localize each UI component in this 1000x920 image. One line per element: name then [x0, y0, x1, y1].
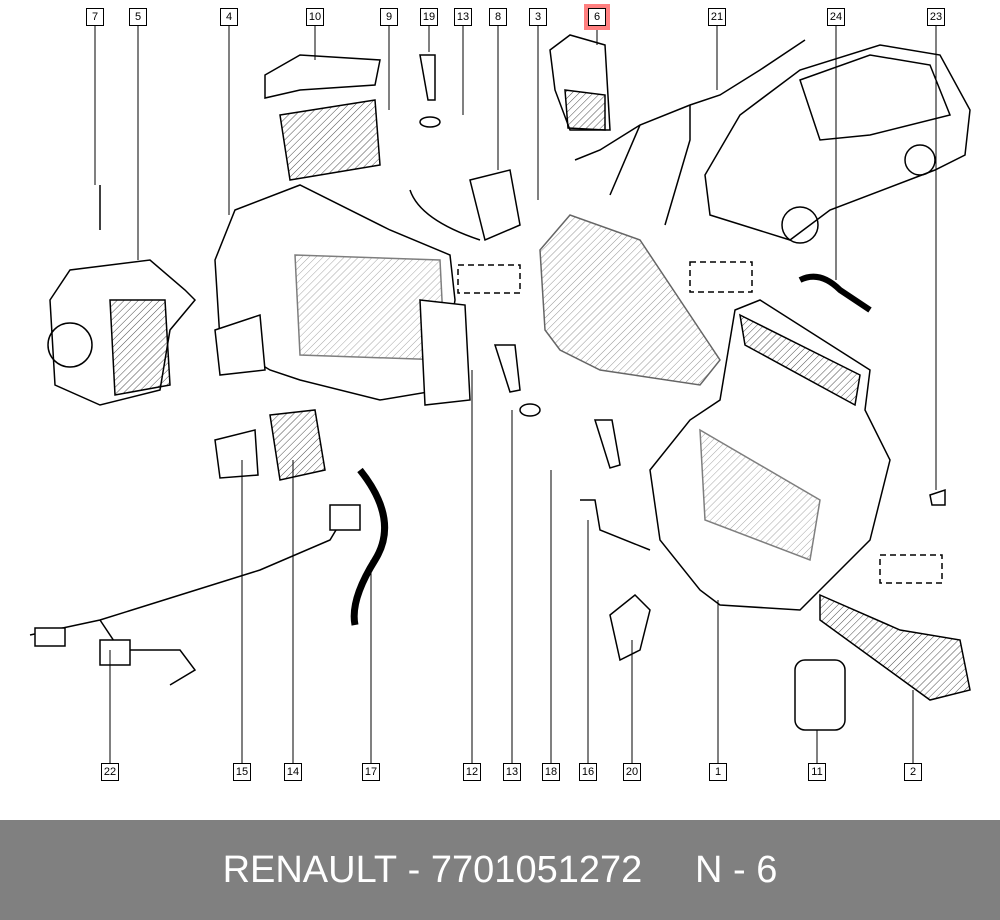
callout-16: 16	[579, 763, 597, 781]
callout-3: 3	[529, 8, 547, 26]
heater-housing	[214, 184, 471, 406]
air-duct-3	[539, 214, 721, 386]
callout-22: 22	[101, 763, 119, 781]
callout-11: 11	[808, 763, 826, 781]
part-14	[269, 409, 326, 481]
washer-13b	[519, 403, 541, 417]
washer-13	[419, 116, 441, 128]
bolt-12	[493, 344, 521, 393]
callout-1: 1	[709, 763, 727, 781]
footer-banner: RENAULT - 7701051272 N - 6	[0, 820, 1000, 920]
vehicle-outline	[704, 44, 971, 244]
callout-4: 4	[220, 8, 238, 26]
callout-21: 21	[708, 8, 726, 26]
callout-17: 17	[362, 763, 380, 781]
callout-18: 18	[542, 763, 560, 781]
heater-core-2	[819, 593, 971, 701]
reference-code: N - 6	[695, 848, 778, 891]
callout-5: 5	[129, 8, 147, 26]
part-number: 7701051272	[430, 848, 643, 891]
callout-23: 23	[927, 8, 945, 26]
callout-9: 9	[380, 8, 398, 26]
callout-6: 6	[588, 8, 606, 26]
drain-hose-17	[350, 467, 389, 626]
cabin-filter	[279, 99, 381, 181]
callout-14: 14	[284, 763, 302, 781]
part-15	[214, 429, 259, 479]
wiring-harness-22	[29, 514, 346, 636]
callout-15: 15	[233, 763, 251, 781]
callout-13: 13	[503, 763, 521, 781]
brand-name: RENAULT	[222, 848, 398, 891]
callout-7: 7	[86, 8, 104, 26]
blower-motor	[47, 259, 197, 406]
callout-12: 12	[463, 763, 481, 781]
actuator-20	[609, 593, 651, 662]
bolt-18	[593, 419, 621, 469]
callout-24: 24	[827, 8, 845, 26]
exploded-view-drawing	[29, 26, 971, 763]
sensor-23	[929, 488, 946, 506]
callout-19: 19	[420, 8, 438, 26]
callout-8: 8	[489, 8, 507, 26]
bolt-19	[419, 54, 436, 101]
sensor-16	[580, 499, 651, 551]
callout-20: 20	[623, 763, 641, 781]
callout-13: 13	[454, 8, 472, 26]
callout-10: 10	[306, 8, 324, 26]
sensor-8	[469, 169, 521, 242]
callout-2: 2	[904, 763, 922, 781]
control-panel-11	[794, 659, 846, 731]
ac-unit	[649, 299, 891, 611]
hose-24	[798, 273, 872, 313]
part-10	[264, 54, 381, 99]
